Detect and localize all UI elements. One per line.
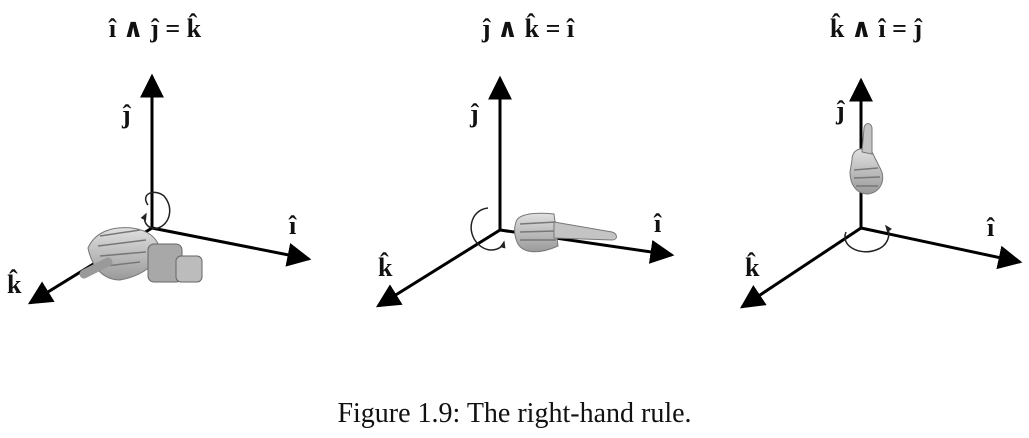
panel-1-z-label: k̂ xyxy=(7,270,22,299)
panel-2-y-label: ĵ xyxy=(469,99,480,128)
panel-3-x-label: î xyxy=(986,213,995,242)
panel-3-z-axis xyxy=(740,226,862,309)
panel-1-x-axis xyxy=(151,226,312,267)
panel-2-equation: ĵ ∧ k̂ = î xyxy=(481,14,575,43)
panel-2-z-axis xyxy=(375,228,501,308)
panel-2: ĵ ∧ k̂ = î ĵ î k̂ xyxy=(375,14,675,308)
panel-3-hand-icon xyxy=(849,123,884,195)
panel-2-hand-icon xyxy=(514,212,617,253)
panel-2-rotation-arrow-icon xyxy=(470,207,506,251)
panel-2-z-label: k̂ xyxy=(378,253,393,282)
panel-1-rotation-arrow-icon xyxy=(140,191,171,230)
panel-1: î ∧ ĵ = k̂ ĵ î k̂ xyxy=(7,14,312,305)
panel-1-y-label: ĵ xyxy=(121,100,132,129)
figure-caption: Figure 1.9: The right-hand rule. xyxy=(337,398,692,429)
panel-3-y-label: ĵ xyxy=(835,96,846,125)
panel-3-x-axis xyxy=(860,226,1023,270)
panel-2-x-label: î xyxy=(653,209,662,238)
panel-1-hand-icon xyxy=(79,227,203,283)
panel-3-rotation-arrow-icon xyxy=(844,224,892,253)
panel-1-equation: î ∧ ĵ = k̂ xyxy=(108,14,202,43)
panel-3-equation: k̂ ∧ î = ĵ xyxy=(830,14,924,43)
panel-3-z-label: k̂ xyxy=(745,253,760,282)
panel-3: k̂ ∧ î = ĵ ĵ î k̂ xyxy=(740,14,1023,309)
panel-1-x-label: î xyxy=(288,211,297,240)
